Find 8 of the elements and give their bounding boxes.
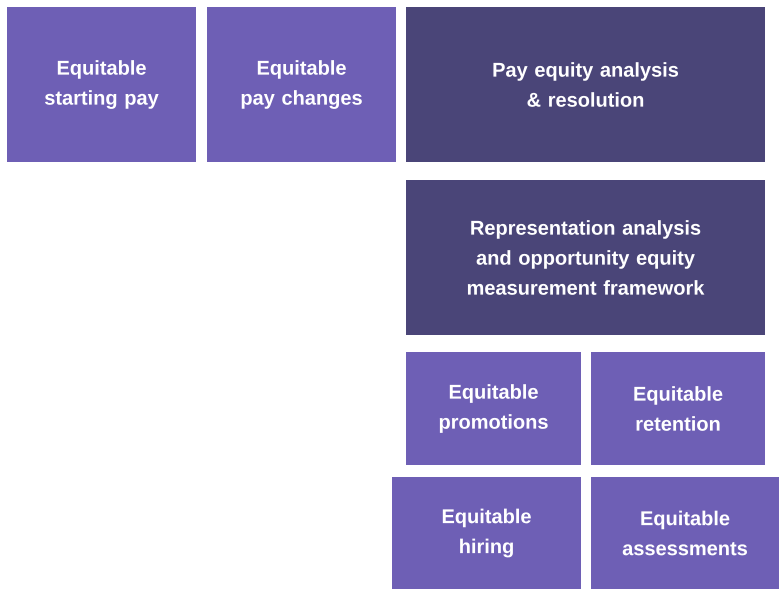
text-box: Equitable retention — [591, 352, 765, 465]
text-box: Equitable assessments — [591, 477, 779, 589]
text-box: Pay equity analysis & resolution — [406, 7, 765, 162]
text-box: Representation analysis and opportunity equity measurement framework — [406, 180, 765, 335]
text-box: Equitable starting pay — [7, 7, 196, 162]
text-box: Equitable hiring — [392, 477, 581, 589]
text-box: Equitable promotions — [406, 352, 581, 465]
text-box: Equitable pay changes — [207, 7, 396, 162]
